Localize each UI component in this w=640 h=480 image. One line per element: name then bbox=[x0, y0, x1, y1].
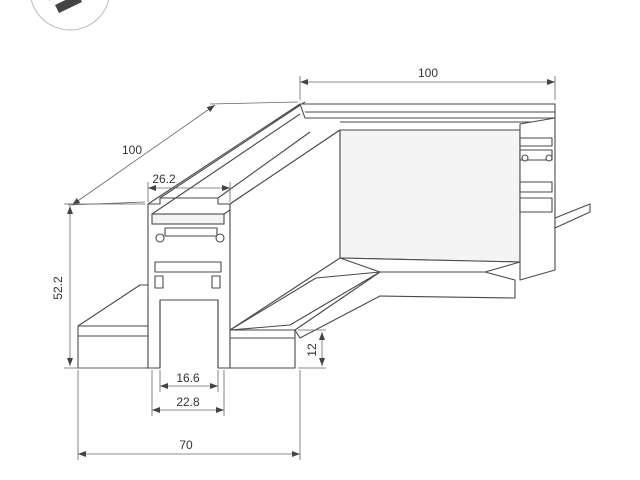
straight-run-top bbox=[299, 103, 556, 119]
right-flange bbox=[229, 329, 296, 369]
corner-back-wall bbox=[339, 129, 521, 263]
lamp-icon bbox=[55, 0, 82, 13]
profile-body bbox=[77, 101, 591, 369]
dim-flange: 12 bbox=[305, 343, 319, 357]
mid-rail bbox=[154, 261, 222, 273]
dim-height: 52.2 bbox=[51, 276, 65, 300]
dim-width-top: 26.2 bbox=[152, 172, 176, 186]
dimension-lines: 100 100 26.2 52.2 12 16.6 22.8 bbox=[51, 66, 556, 460]
dim-body-width: 22.8 bbox=[176, 395, 200, 409]
top-rib bbox=[151, 213, 225, 225]
contact-rail bbox=[164, 227, 218, 237]
dim-length-top: 100 bbox=[418, 66, 438, 80]
brand-badge bbox=[30, 0, 110, 31]
dim-inner-width: 16.6 bbox=[176, 371, 200, 385]
dim-total-width: 70 bbox=[179, 438, 193, 452]
dim-length-diagonal: 100 bbox=[122, 143, 142, 157]
